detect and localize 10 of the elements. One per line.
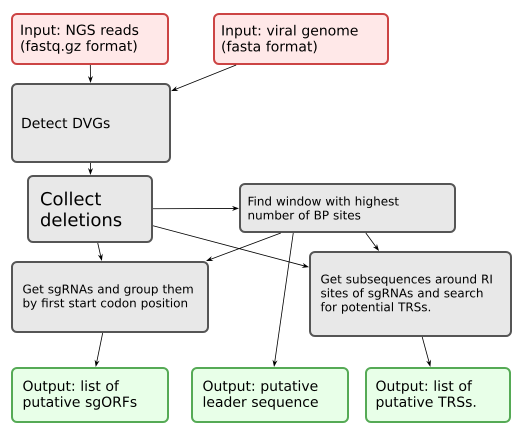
process-box: Get sgRNAs and group them by first start codon position — [11, 261, 209, 333]
process-box: Collect deletions — [27, 175, 153, 243]
process-box: Detect DVGs — [11, 83, 171, 163]
output-box: Output: list of putative TRSs. — [365, 367, 511, 423]
process-box: Get subsequences around RI sites of sgRNAs and search for potential TRSs. — [309, 251, 512, 337]
process-box: Find window with highest number of BP sites — [239, 183, 456, 233]
input-box: Input: viral genome (fasta format) — [213, 13, 389, 65]
output-box: Output: putative leader sequence — [191, 367, 349, 423]
input-box: Input: NGS reads (fastq.gz format) — [11, 13, 169, 65]
output-box: Output: list of putative sgORFs — [11, 367, 169, 423]
